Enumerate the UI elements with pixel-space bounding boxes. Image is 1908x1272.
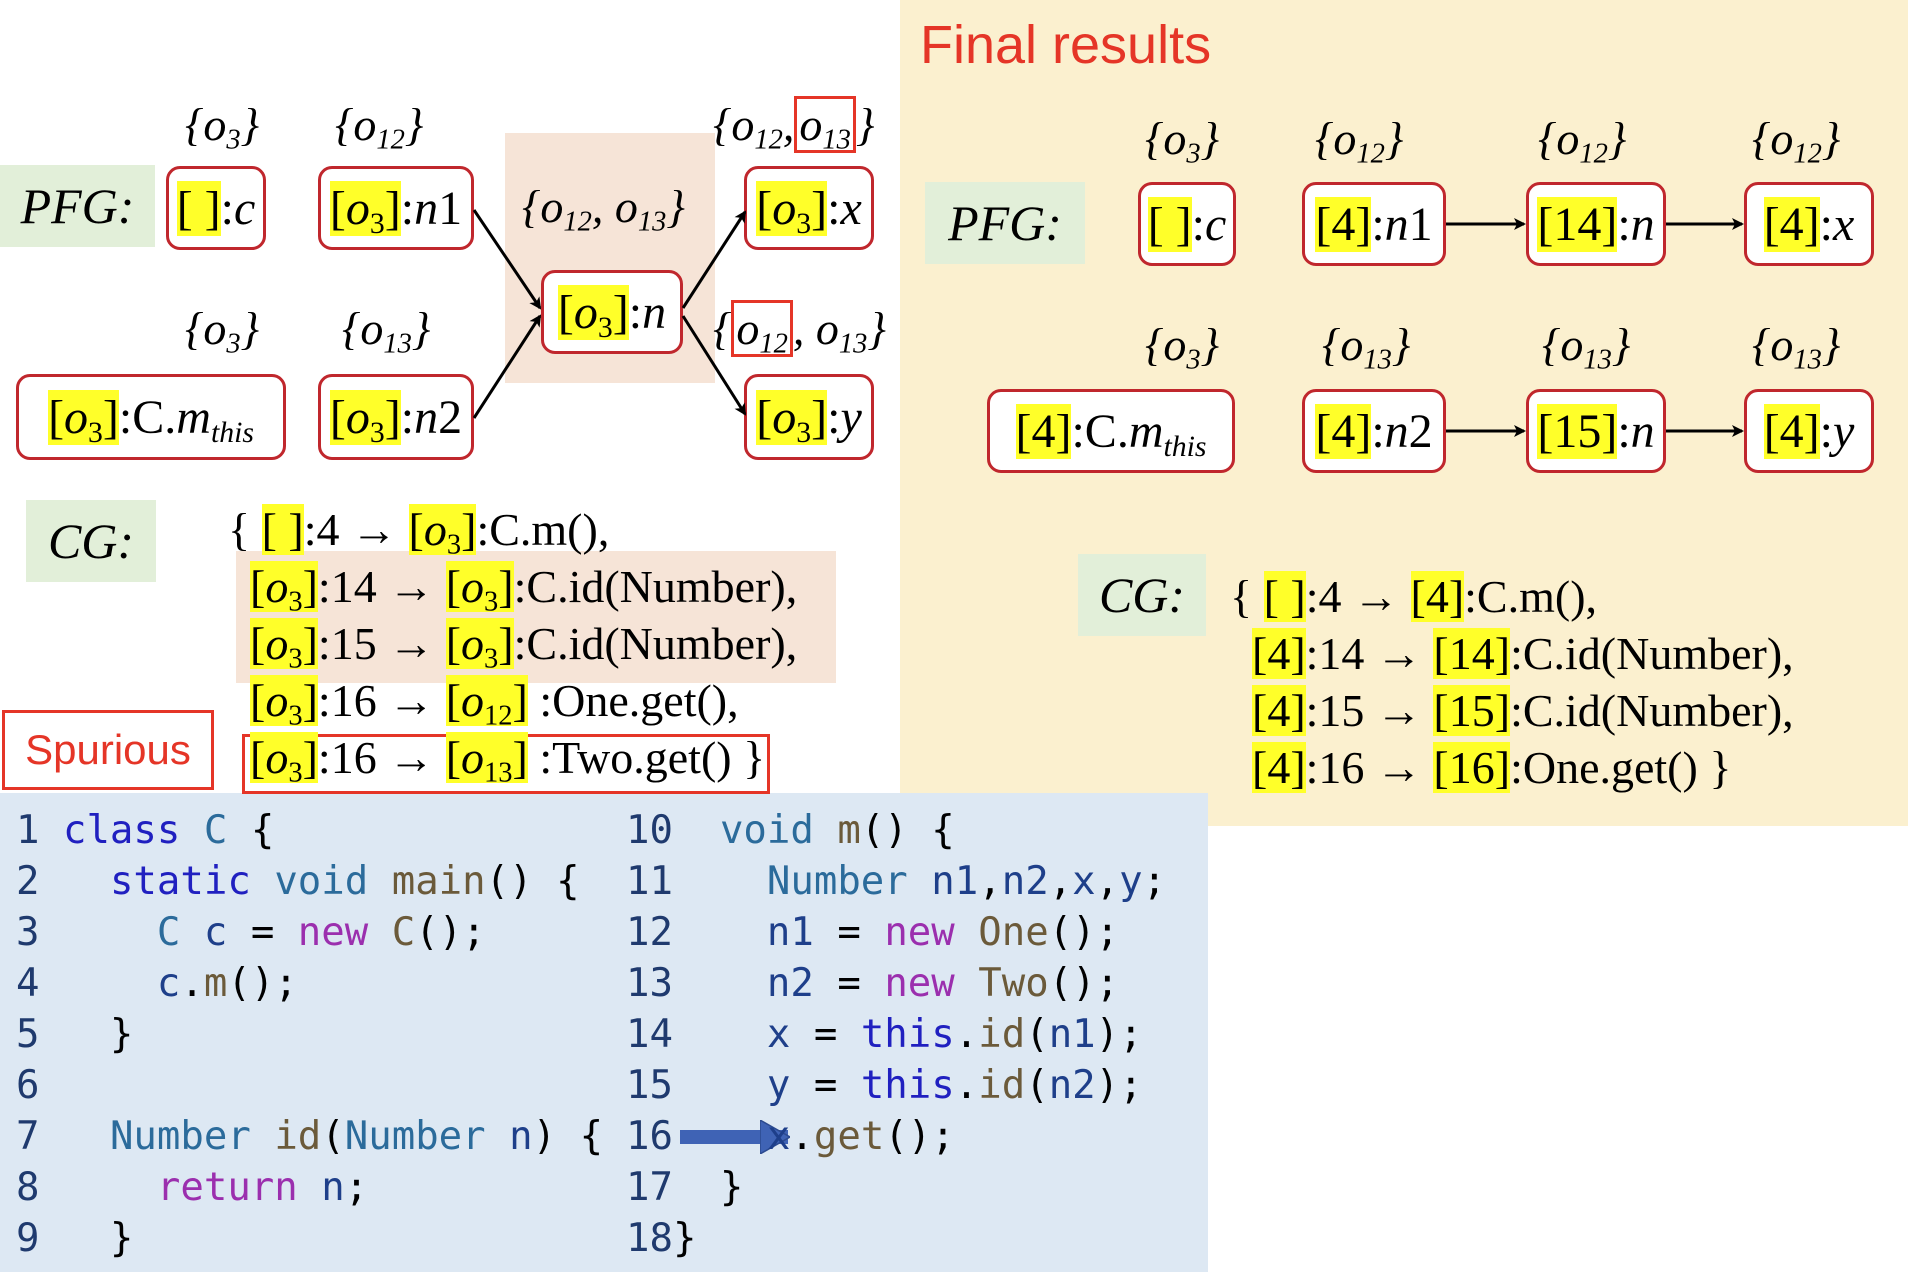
left-cg-line-5: [o3]:16 → [o13] :Two.get() } xyxy=(250,732,766,789)
set-n: {o12, o13} xyxy=(522,181,685,238)
left-pfg-label: PFG: xyxy=(0,165,155,247)
right-set-n14: {o12} xyxy=(1538,113,1627,170)
set-mthis: {o3} xyxy=(185,303,260,360)
right-set-n15: {o13} xyxy=(1542,319,1631,376)
right-set-n2: {o13} xyxy=(1322,319,1411,376)
right-cg-label: CG: xyxy=(1078,554,1206,636)
spurious-label: Spurious xyxy=(2,710,214,790)
set-y: {o12, o13} xyxy=(713,300,886,358)
right-node-c: [ ]:c xyxy=(1138,182,1236,266)
edge-n1-n xyxy=(472,209,542,310)
right-node-n14: [14]:n xyxy=(1526,182,1666,266)
node-n: [o3]:n xyxy=(541,270,683,354)
left-cg-line-3: [o3]:15 → [o3]:C.id(Number), xyxy=(250,618,798,675)
right-cg-line-1: { [ ]:4 → [4]:C.m(), xyxy=(1230,571,1598,622)
left-cg-label: CG: xyxy=(26,500,156,582)
set-x: {o12,o13} xyxy=(713,96,874,154)
set-c: {o3} xyxy=(185,99,260,156)
cg-highlight xyxy=(236,551,836,683)
code-right: 10 void m() { 11 Number n1,n2,x,y; 12 n1… xyxy=(626,808,1167,1261)
right-pfg-label: PFG: xyxy=(925,182,1085,264)
node-y: [o3]:y xyxy=(744,374,874,460)
right-cg-line-2: [4]:14 → [14]:C.id(Number), xyxy=(1252,628,1794,679)
edge-n-y xyxy=(681,315,747,416)
right-cg-line-4: [4]:16 → [16]:One.get() } xyxy=(1252,742,1732,793)
right-set-mthis: {o3} xyxy=(1145,319,1220,376)
right-node-y: [4]:y xyxy=(1744,389,1874,473)
right-node-mthis: [4]:C.mthis xyxy=(987,389,1235,473)
right-set-c: {o3} xyxy=(1145,113,1220,170)
right-set-x: {o12} xyxy=(1752,113,1841,170)
code-panel xyxy=(0,793,1208,1272)
right-node-x: [4]:x xyxy=(1744,182,1874,266)
edge-n2-n xyxy=(472,314,542,419)
right-set-n1: {o12} xyxy=(1315,113,1404,170)
edge-n-x xyxy=(681,210,747,309)
set-n2: {o13} xyxy=(342,303,431,360)
node-mthis: [o3]:C.mthis xyxy=(16,374,286,460)
left-cg-line-2: [o3]:14 → [o3]:C.id(Number), xyxy=(250,561,798,618)
set-n1: {o12} xyxy=(335,99,424,156)
right-set-y: {o13} xyxy=(1752,319,1841,376)
left-cg-line-1: { [ ]:4 → [o3]:C.m(), xyxy=(228,504,610,561)
code-left: 1 class C { 2 static void main() { 3 C c… xyxy=(16,808,604,1261)
right-node-n15: [15]:n xyxy=(1526,389,1666,473)
node-c: [ ]:c xyxy=(166,166,266,250)
node-x: [o3]:x xyxy=(744,166,874,250)
right-cg-line-3: [4]:15 → [15]:C.id(Number), xyxy=(1252,685,1794,736)
final-results-title: Final results xyxy=(920,15,1212,75)
left-cg-line-4: [o3]:16 → [o12] :One.get(), xyxy=(250,675,739,732)
